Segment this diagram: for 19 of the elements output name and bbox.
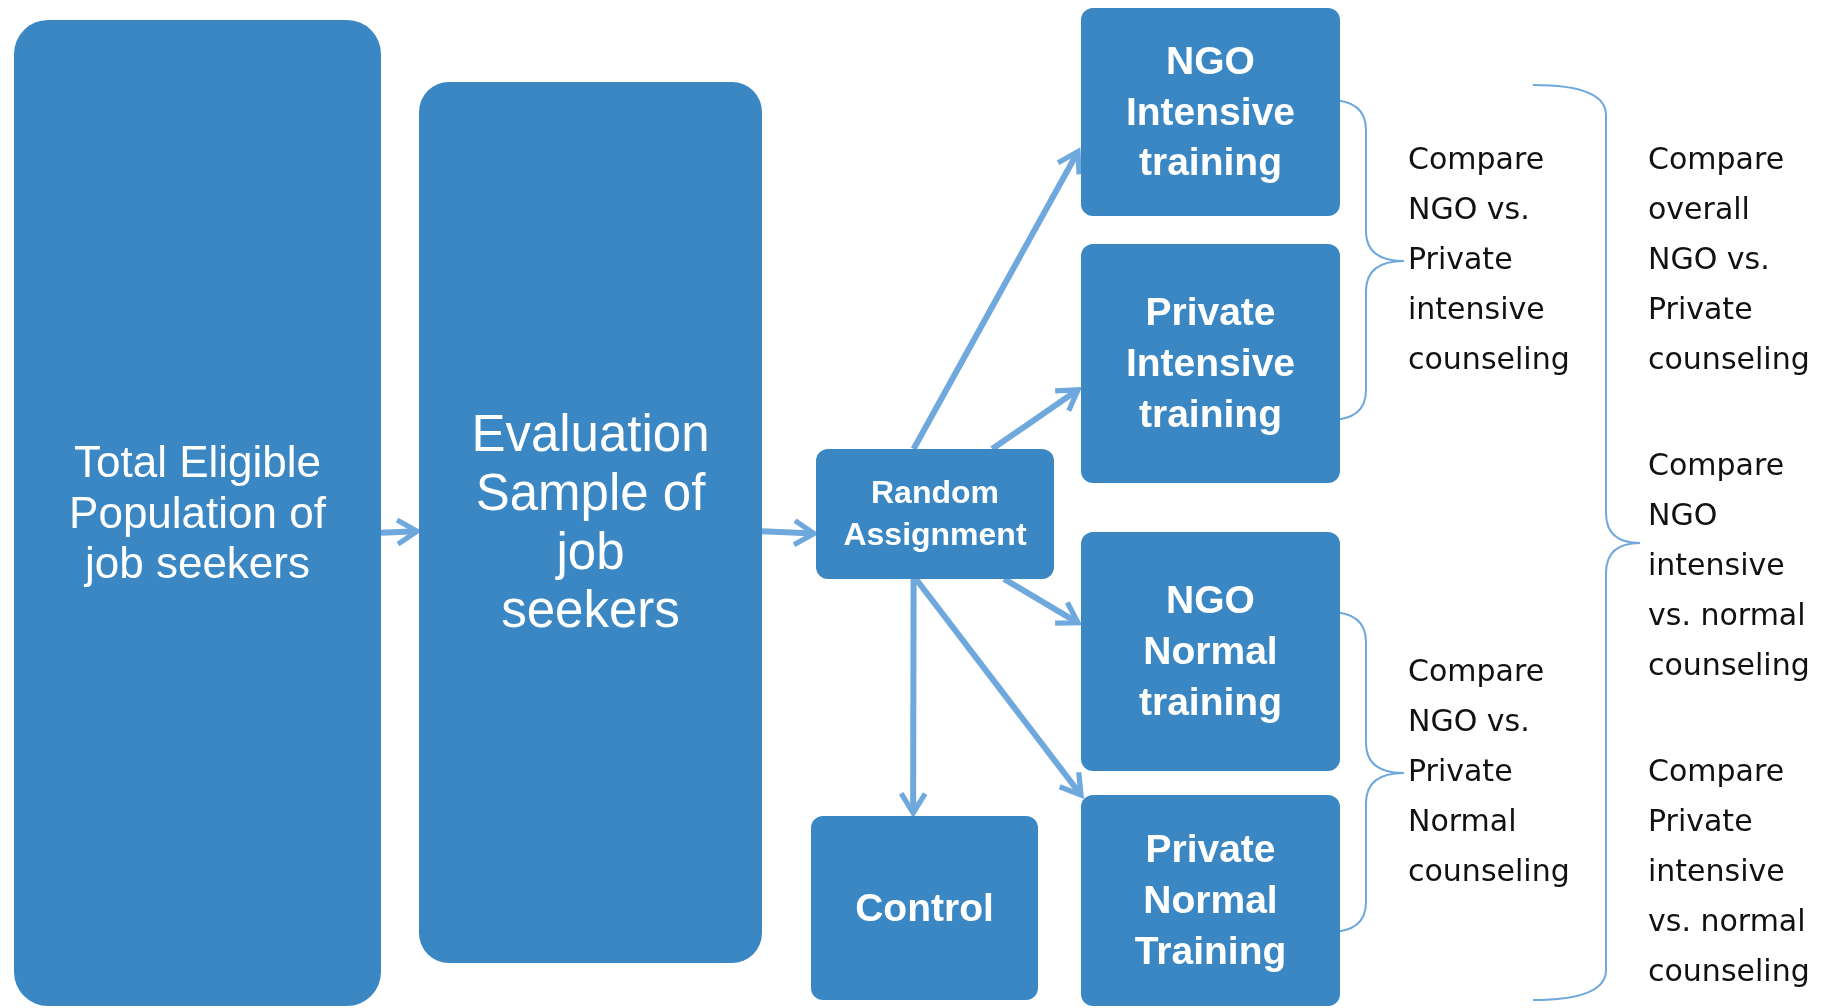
arrow xyxy=(761,518,817,548)
process-box: Control xyxy=(811,816,1038,1000)
comparison-note: Compare overall NGO vs. Private counseling xyxy=(1648,140,1811,378)
arrow xyxy=(1002,576,1081,626)
process-box: Total Eligible Population of job seekers xyxy=(14,20,381,1006)
arrow xyxy=(910,148,1082,451)
process-box: Evaluation Sample of job seekers xyxy=(419,82,762,963)
process-box: NGO Intensive training xyxy=(1081,8,1340,216)
process-box: Private Intensive training xyxy=(1081,244,1340,483)
comparison-note: Compare NGO vs. Private intensive counseling xyxy=(1408,140,1571,378)
comparison-note: Compare Private intensive vs. normal counseling xyxy=(1648,752,1811,990)
arrow xyxy=(990,387,1081,452)
arrow xyxy=(898,579,928,816)
process-box: Random Assignment xyxy=(816,449,1054,579)
process-box: NGO Normal training xyxy=(1081,532,1340,771)
comparison-note: Compare NGO intensive vs. normal counseling xyxy=(1648,446,1811,684)
arrow xyxy=(380,517,420,547)
comparison-note: Compare NGO vs. Private Normal counseling xyxy=(1408,652,1571,890)
process-box: Private Normal Training xyxy=(1081,795,1340,1006)
